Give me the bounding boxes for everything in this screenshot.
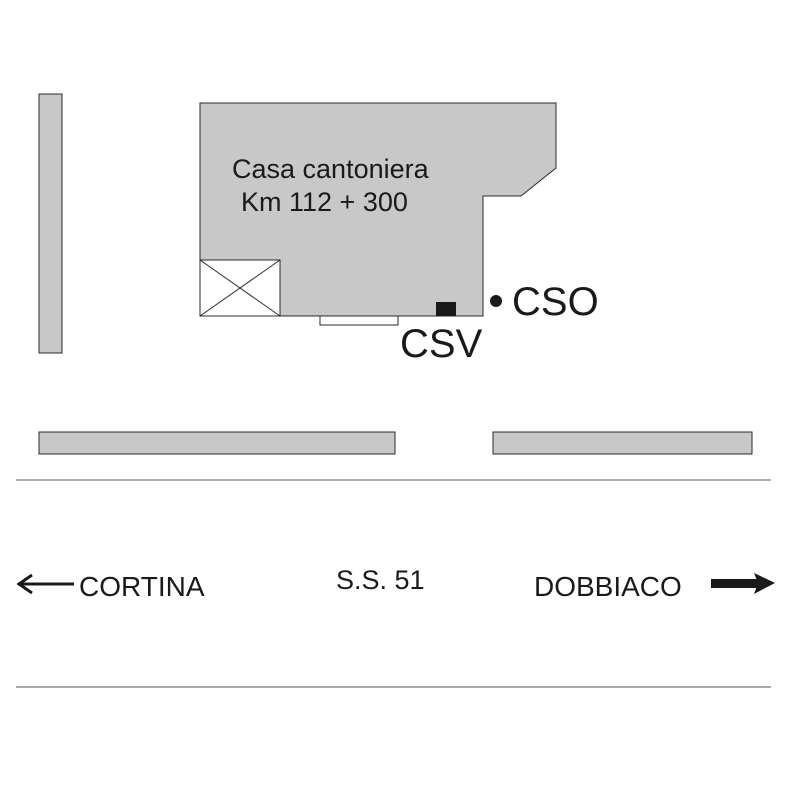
- arrow-right-icon: [711, 573, 775, 594]
- csv-label: CSV: [400, 322, 483, 366]
- entrance-step: [319, 315, 399, 326]
- building-km-label: Km 112 + 300: [241, 187, 408, 217]
- left-wall: [38, 93, 63, 354]
- cso-label: CSO: [512, 280, 599, 324]
- building-name-label: Casa cantoniera: [232, 154, 430, 184]
- cso-marker: [490, 295, 502, 307]
- dobbiaco-destination-label: DOBBIACO: [534, 571, 682, 602]
- road-name-label: S.S. 51: [336, 565, 425, 595]
- cortina-destination-label: CORTINA: [79, 571, 205, 602]
- roadside-wall-right: [492, 431, 753, 455]
- roadside-wall-left: [38, 431, 396, 455]
- arrow-left-icon: [16, 573, 74, 595]
- crossed-box-symbol: [199, 259, 281, 317]
- csv-marker: [436, 302, 456, 316]
